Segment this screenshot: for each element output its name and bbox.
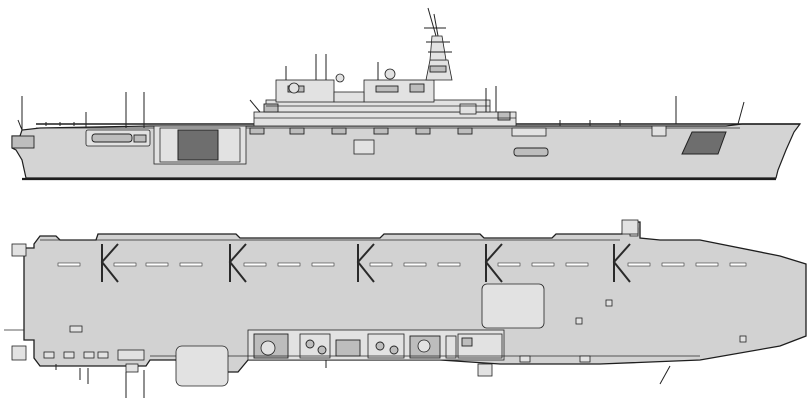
lower-fittings <box>55 360 671 398</box>
deck-centerline-marks <box>57 262 747 267</box>
profile-view <box>11 7 802 181</box>
stern-structure <box>11 135 35 149</box>
antennas <box>17 54 745 131</box>
main-mast <box>424 7 453 81</box>
forward-sponson-shadow <box>681 131 727 155</box>
aft-elevator-shadow <box>177 129 219 161</box>
aft-deck-edge-elevator <box>175 345 229 387</box>
landing-spot-chevrons <box>100 243 631 283</box>
side-openings <box>249 125 667 157</box>
plan-view <box>4 219 807 398</box>
island-plan <box>247 329 505 361</box>
island-superstructure <box>253 68 517 127</box>
forward-elevator <box>481 283 545 329</box>
